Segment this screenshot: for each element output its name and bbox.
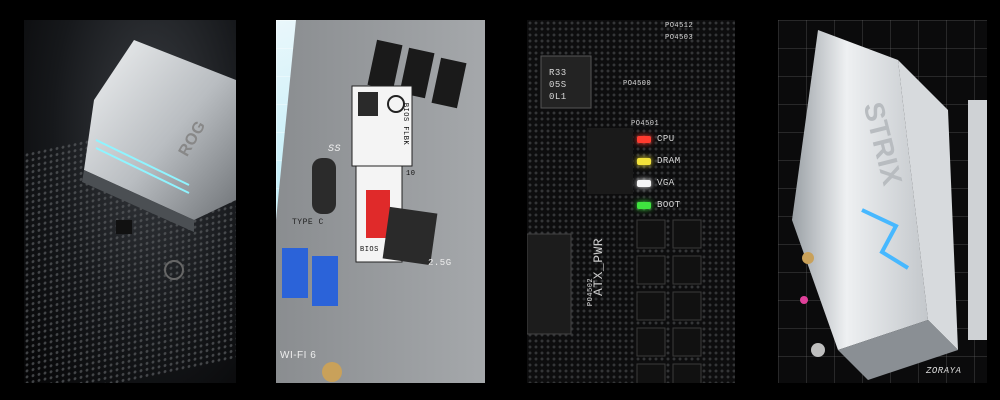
led-vga (637, 180, 651, 187)
led-boot (637, 202, 651, 209)
ref-label-5: PO4503 (665, 34, 694, 42)
lan-label: 2.5G (428, 258, 452, 268)
chip-label-3: 0L1 (549, 92, 567, 102)
bios-label: BIOS (360, 246, 379, 254)
led-dram-label: DRAM (657, 156, 681, 166)
photo-debug-leds: R33 05S 0L1 PO4512 PO4501 PO4502 PO4500 … (527, 20, 735, 383)
led-cpu-label: CPU (657, 134, 675, 144)
led-dram (637, 158, 651, 165)
usb-ss-label: SS (328, 144, 342, 155)
io-cover-shape (792, 30, 987, 380)
usb-10-label: 10 (406, 170, 416, 178)
atx-connector-label: ATX_PWR (591, 237, 606, 296)
photo-io-cover: STRIX ZORAYA (778, 20, 987, 383)
ref-label-2: PO4501 (631, 120, 660, 128)
photo-rear-io: BIOS FLBK SS 10 TYPE C BIOS 2.5G WI-FI 6 (276, 20, 485, 383)
photo-heatsink: ROG (24, 20, 236, 383)
ref-label-4: PO4500 (623, 80, 652, 88)
bios-flbk-label: BIOS FLBK (401, 102, 410, 146)
type-c-label: TYPE C (292, 218, 324, 227)
wifi-label: WI-FI 6 (280, 350, 317, 361)
led-cpu (637, 136, 651, 143)
led-vga-label: VGA (657, 178, 675, 188)
pcb-components (527, 55, 702, 383)
zoraya-plate-text: ZORAYA (926, 366, 962, 376)
led-boot-label: BOOT (657, 200, 681, 210)
chip-label-1: R33 (549, 68, 567, 78)
ref-label-1: PO4512 (665, 22, 694, 30)
heatsink-shape (82, 40, 236, 280)
chip-label-2: 05S (549, 80, 567, 90)
io-shield (276, 20, 485, 383)
